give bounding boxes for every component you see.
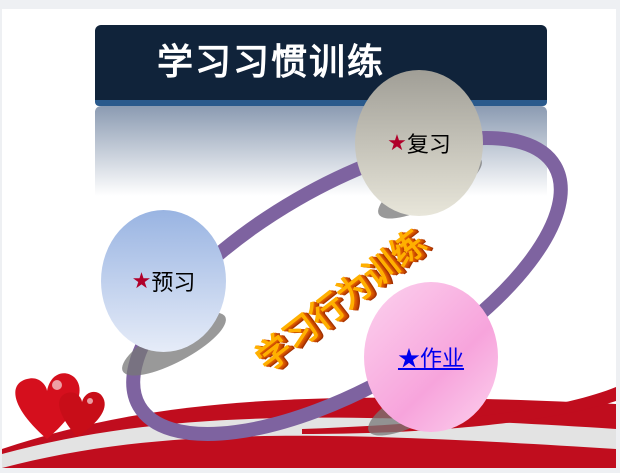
title-banner [95,25,547,106]
bubble-homework[interactable]: ★作业 [364,282,498,432]
star-icon: ★ [131,268,152,294]
page-title: 学习习惯训练 [157,42,386,83]
decorations [2,131,616,468]
bubble-label: 作业 [420,347,465,372]
bubble-preview[interactable]: ★预习 [101,210,226,352]
star-icon: ★ [397,347,420,372]
hearts-icon [15,373,105,439]
bubble-review[interactable]: ★复习 [355,70,483,216]
bubble-label: 复习 [406,133,451,158]
star-icon: ★ [387,130,407,156]
homework-link[interactable]: ★作业 [398,341,464,373]
slide: 学习习惯训练 学习行为训练 ★复习 ★预习 ★作业 [2,9,616,468]
bubble-label: 预习 [151,271,196,296]
